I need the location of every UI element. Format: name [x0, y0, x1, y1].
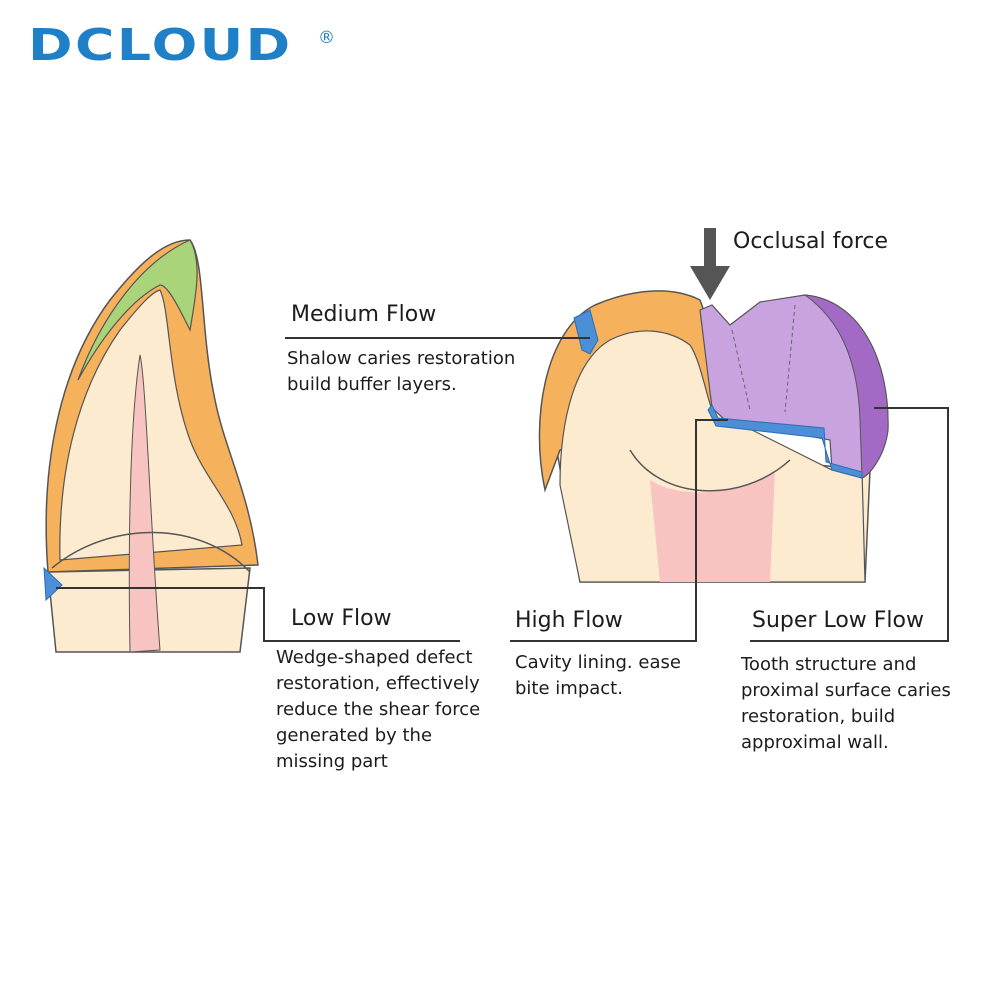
low-flow-title: Low Flow [291, 606, 392, 631]
description-line: missing part [276, 751, 388, 772]
brand-logo: DCLOUD ® [28, 24, 335, 68]
high-flow-description: Cavity lining. ease bite impact. [515, 650, 681, 702]
description-line: Wedge-shaped defect [276, 647, 473, 668]
registered-mark: ® [318, 28, 335, 48]
high-flow-title: High Flow [515, 608, 623, 633]
molar-illustration [538, 290, 889, 583]
occlusal-force-label: Occlusal force [733, 229, 889, 254]
description-line: approximal wall. [741, 732, 889, 753]
description-line: restoration, effectively [276, 673, 480, 694]
occlusal-force-arrow [690, 228, 730, 300]
super-low-flow-title: Super Low Flow [752, 608, 924, 633]
description-line: proximal surface caries [741, 680, 951, 701]
low-flow-leader [56, 587, 460, 642]
incisor-illustration [43, 239, 259, 653]
description-line: Cavity lining. ease [515, 652, 681, 673]
description-line: generated by the [276, 725, 433, 746]
leader-lines [56, 337, 949, 642]
medium-flow-title: Medium Flow [291, 302, 437, 327]
description-line: build buffer layers. [287, 374, 457, 395]
brand-name: DCLOUD [28, 20, 293, 71]
description-line: reduce the shear force [276, 699, 481, 720]
high-flow-leader [510, 419, 728, 642]
description-line: restoration, build [741, 706, 896, 727]
description-line: Tooth structure and [741, 654, 917, 675]
super-low-flow-leader [750, 407, 949, 642]
low-flow-description: Wedge-shaped defect restoration, effecti… [276, 645, 480, 775]
medium-flow-description: Shalow caries restoration build buffer l… [287, 346, 515, 398]
description-line: bite impact. [515, 678, 623, 699]
description-line: Shalow caries restoration [287, 348, 516, 369]
super-low-flow-description: Tooth structure and proximal surface car… [741, 652, 951, 756]
